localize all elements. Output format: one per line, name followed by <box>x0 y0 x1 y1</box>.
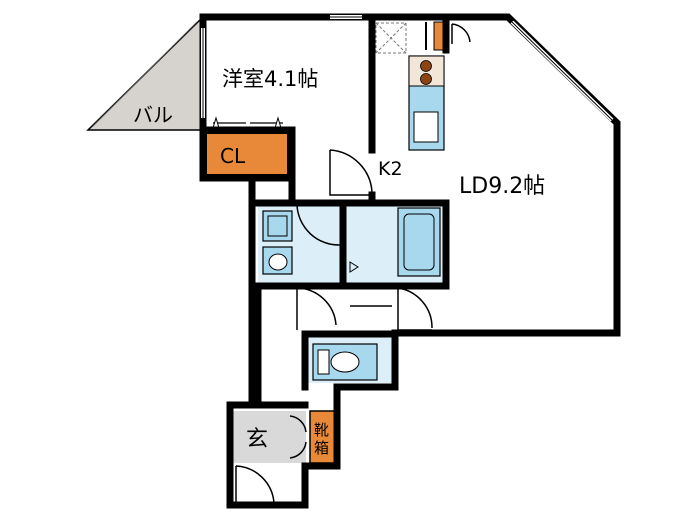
pipe-shaft-cross-2 <box>375 22 407 54</box>
shoe-box-label-bottom: 箱 <box>314 439 329 457</box>
door-kitchen-small <box>451 23 471 44</box>
door-shoebox <box>289 415 307 459</box>
closet-label: CL <box>220 144 246 168</box>
stove-burner-2 <box>420 73 432 85</box>
bedroom-bottom-wall <box>199 126 296 182</box>
wash-basin-bowl <box>268 253 288 271</box>
stove-burner-1 <box>420 60 432 72</box>
wet-block-wall <box>248 199 450 290</box>
kitchen-sink <box>413 111 439 143</box>
western-room-label: 洋室4.1帖 <box>222 67 318 91</box>
bathtub <box>397 207 441 277</box>
window-diag-2 <box>511 21 613 121</box>
toilet-wall <box>301 330 399 391</box>
washing-machine-inner <box>267 215 288 237</box>
door-entrance <box>235 465 275 505</box>
door-hall <box>296 287 337 330</box>
balcony-railing <box>92 21 198 127</box>
entrance-area <box>230 411 306 463</box>
outer-wall-main <box>199 13 621 509</box>
door-bedroom <box>329 149 373 196</box>
step-marker <box>349 261 359 273</box>
living-dining-label: LD9.2帖 <box>459 174 545 199</box>
shoe-box-label-top: 靴 <box>314 421 329 439</box>
bathtub-inner <box>403 213 435 271</box>
closet-area <box>205 132 289 176</box>
door-washroom <box>296 204 341 246</box>
door-ld <box>397 287 433 331</box>
balcony-label: バル <box>133 103 173 127</box>
kitchen-label: K2 <box>378 158 403 180</box>
toilet-bowl <box>330 351 360 373</box>
toilet-tank <box>317 349 330 375</box>
entrance-label: 玄 <box>246 427 268 452</box>
